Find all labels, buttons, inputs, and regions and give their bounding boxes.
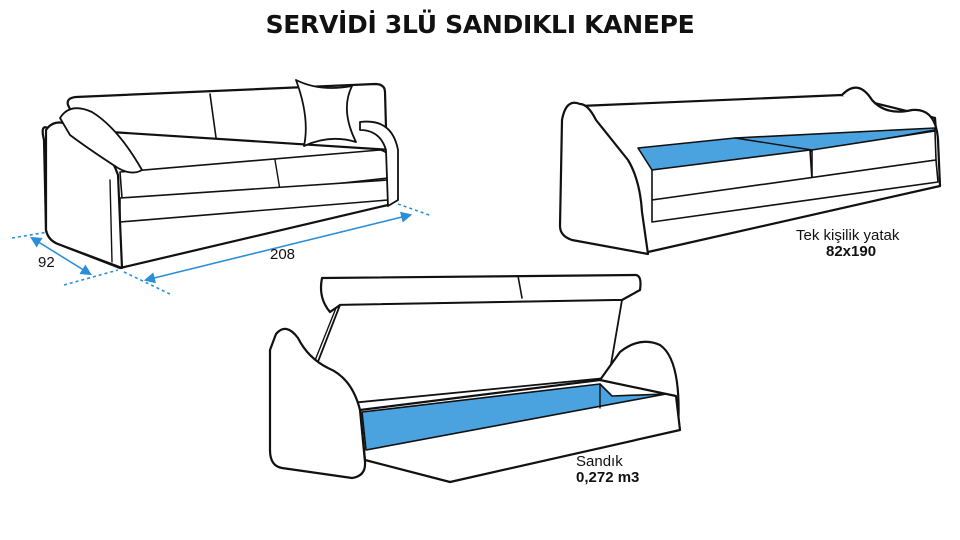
width-dimension: 208 — [270, 246, 296, 263]
page-title: SERVİDİ 3LÜ SANDIKLI KANEPE — [265, 10, 695, 39]
storage-open-drawing — [268, 273, 682, 484]
storage-volume: 0,272 m3 — [576, 469, 640, 486]
depth-dimension: 92 — [38, 254, 55, 271]
dimension-lines — [11, 203, 433, 296]
closed-sofa-drawing — [41, 79, 399, 270]
bed-mode-drawing — [558, 86, 942, 256]
bed-caption: Tek kişilik yatak — [796, 227, 900, 244]
storage-caption: Sandık — [576, 453, 623, 470]
bed-size: 82x190 — [826, 243, 877, 260]
